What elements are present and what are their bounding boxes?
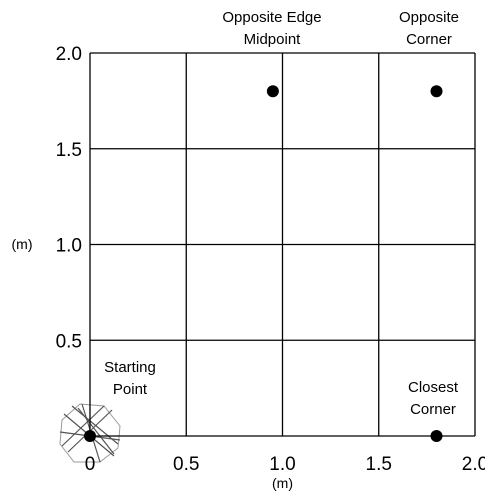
x-tick-label: 2.0 [462, 454, 485, 475]
point-annotation: Closest [408, 379, 459, 396]
x-axis-label: (m) [272, 475, 293, 491]
x-tick-label: 0 [85, 454, 96, 475]
point-annotation: Opposite [399, 9, 459, 26]
x-tick-label: 1.5 [366, 454, 392, 475]
point-annotation: Corner [410, 401, 456, 418]
y-tick-label: 0.5 [56, 331, 82, 352]
robot-strut [71, 405, 119, 445]
y-tick-label: 1.5 [56, 140, 82, 161]
point-annotation: Opposite Edge [222, 9, 321, 26]
y-tick-label: 1.0 [56, 236, 82, 257]
y-tick-label: 2.0 [56, 44, 82, 65]
point-annotation: Midpoint [244, 31, 302, 48]
x-tick-label: 1.0 [269, 454, 295, 475]
data-point [430, 430, 443, 442]
robot-strut [61, 405, 105, 447]
data-point [84, 430, 96, 442]
x-tick-label: 0.5 [173, 454, 199, 475]
data-point [266, 85, 279, 98]
point-annotation: Point [113, 381, 148, 398]
y-axis-label: (m) [12, 236, 33, 252]
data-point [430, 85, 443, 98]
point-annotation: Corner [406, 31, 452, 48]
point-annotation: Starting [104, 359, 156, 376]
